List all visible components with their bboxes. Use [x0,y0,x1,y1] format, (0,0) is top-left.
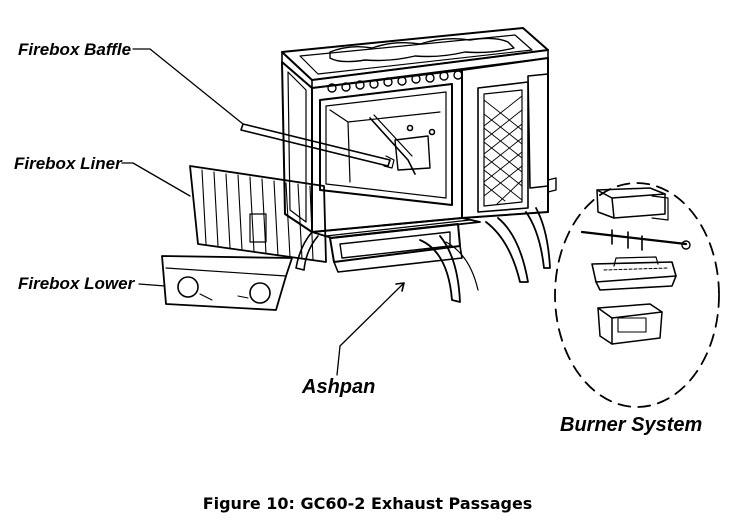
lattice-pattern [483,95,523,205]
burner-system-parts [580,187,691,345]
label-firebox-lower: Firebox Lower [18,274,135,293]
firebox-lower-part [161,255,293,311]
leader-lines [121,48,405,376]
firebox-baffle-part [240,123,395,169]
label-burner-system: Burner System [560,414,703,436]
figure-caption: Figure 10: GC60-2 Exhaust Passages [202,494,533,513]
scallop-row [327,70,463,93]
burner-system-outline [554,182,720,408]
label-firebox-liner: Firebox Liner [14,154,122,173]
stove-body [281,27,557,303]
label-ashpan: Ashpan [302,376,376,398]
firebox-liner-part [189,165,327,263]
label-firebox-baffle: Firebox Baffle [18,40,132,59]
